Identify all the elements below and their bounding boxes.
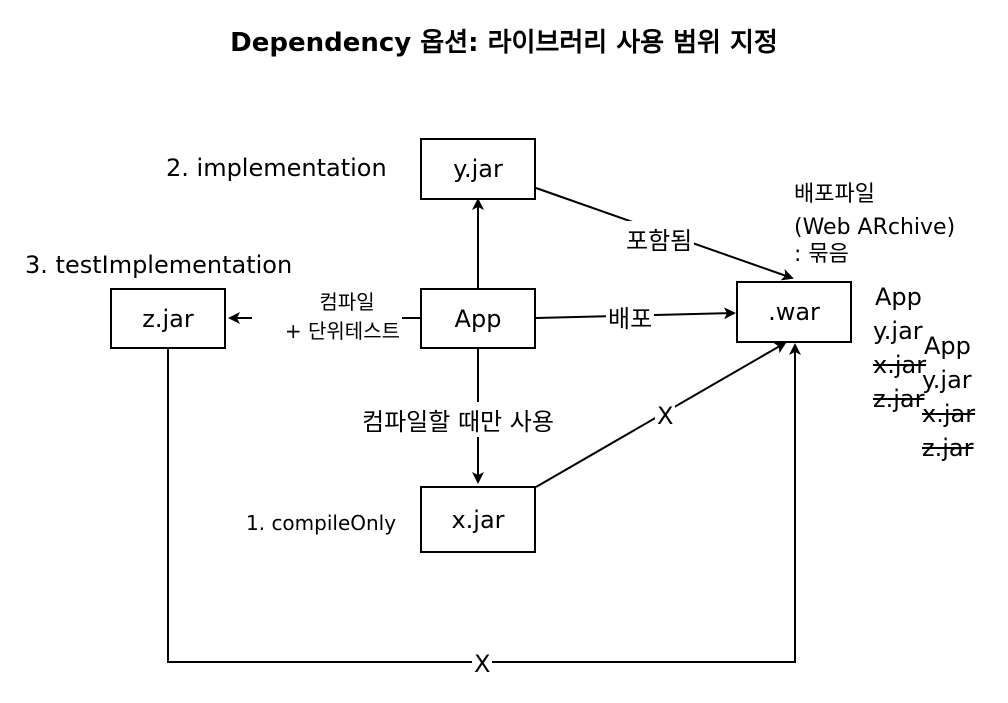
- war-contents-a-yjar: y.jar: [873, 317, 923, 345]
- node-app-label: App: [454, 304, 502, 333]
- war-contents-b-xjar: x.jar: [922, 400, 976, 428]
- edge-label-deploy: 배포: [606, 299, 655, 334]
- edge-label-compile-test: 컴파일 + 단위테스트: [252, 288, 402, 346]
- war-note-line3: : 묶음: [794, 242, 849, 267]
- node-war-label: .war: [768, 298, 820, 326]
- node-zjar: z.jar: [110, 288, 226, 349]
- war-contents-a: App y.jar x.jar z.jar: [873, 280, 926, 416]
- edge-label-unit-test: + 단위테스트: [284, 319, 400, 343]
- edge-label-compile-only-use: 컴파일할 때만 사용: [360, 402, 556, 437]
- war-contents-b-zjar: z.jar: [922, 434, 974, 462]
- label-compile-only: 1. compileOnly: [246, 511, 397, 535]
- war-contents-a-app: App: [875, 283, 922, 311]
- war-contents-b-yjar: y.jar: [922, 366, 972, 394]
- war-note-line1: 배포파일: [794, 182, 875, 207]
- war-contents-a-zjar: z.jar: [873, 385, 925, 413]
- edge-label-x-excluded: X: [655, 402, 676, 430]
- node-war: .war: [736, 281, 852, 343]
- label-test-implementation: 3. testImplementation: [25, 251, 293, 279]
- edge-label-compile: 컴파일: [319, 290, 375, 314]
- node-xjar: x.jar: [420, 486, 536, 553]
- page-title: Dependency 옵션: 라이브러리 사용 범위 지정: [230, 28, 778, 58]
- edge-label-included: 포함됨: [624, 221, 695, 256]
- war-note: 배포파일 (Web ARchive) : 묶음: [794, 178, 955, 271]
- node-xjar-label: x.jar: [451, 505, 505, 534]
- war-note-line2: (Web ARchive): [794, 215, 956, 240]
- node-zjar-label: z.jar: [142, 304, 194, 333]
- war-contents-b: App y.jar x.jar z.jar: [922, 329, 975, 465]
- war-contents-b-app: App: [924, 332, 971, 360]
- node-yjar: y.jar: [420, 138, 536, 200]
- node-yjar-label: y.jar: [453, 155, 503, 183]
- edge-label-z-excluded: X: [472, 650, 493, 678]
- label-implementation: 2. implementation: [166, 154, 387, 182]
- node-app: App: [420, 288, 536, 349]
- war-contents-a-xjar: x.jar: [873, 351, 927, 379]
